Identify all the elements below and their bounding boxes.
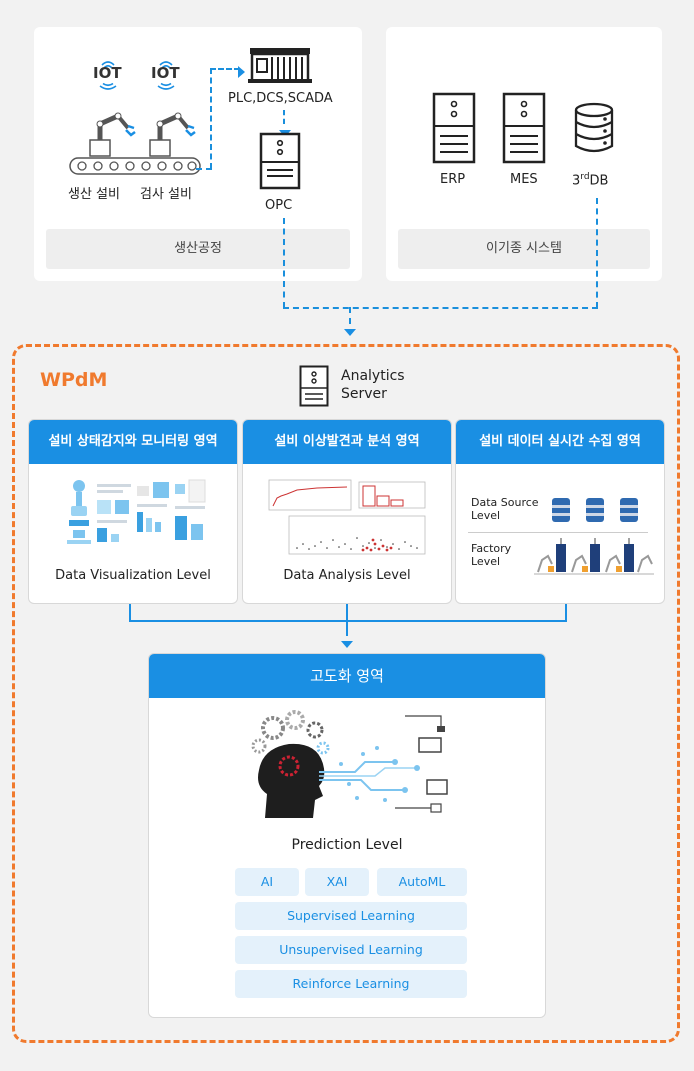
factory-line2: Level [471, 555, 501, 568]
connector-line [129, 620, 567, 622]
chip-reinforce-learning: Reinforce Learning [235, 970, 467, 998]
iot-icon [146, 56, 186, 96]
erp-label: ERP [440, 172, 466, 187]
mes-server-icon [502, 92, 546, 164]
production-process-footer: 생산공정 [46, 229, 350, 269]
plc-factory-icon [248, 45, 312, 83]
iot-label: IOT [93, 64, 122, 82]
analysis-panel: 설비 이상발견과 분석 영역 [242, 419, 452, 604]
visualization-panel-level: Data Visualization Level [55, 568, 211, 583]
factory-line1: Factory [471, 542, 512, 555]
connector-line [596, 198, 598, 308]
arrow-down-icon [344, 322, 356, 336]
connector-line [210, 68, 212, 169]
arrow-down-icon [341, 634, 353, 648]
connector-line [129, 604, 131, 622]
visualization-panel-header: 설비 상태감지와 모니터링 영역 [29, 420, 237, 464]
advanced-panel: 고도화 영역 [148, 653, 546, 1018]
visualization-panel: 설비 상태감지와 모니터링 영역 [28, 419, 238, 604]
connector-line [346, 604, 348, 636]
collection-panel-header: 설비 데이터 실시간 수집 영역 [456, 420, 664, 464]
chip-unsupervised-learning: Unsupervised Learning [235, 936, 467, 964]
analysis-chart-thumbnail [267, 478, 429, 558]
analytics-line2: Server [341, 386, 387, 402]
level-divider [468, 532, 648, 533]
heterogeneous-system-footer: 이기종 시스템 [398, 229, 650, 269]
connector-line [283, 307, 598, 309]
connector-line [565, 604, 567, 622]
database-icon [572, 102, 616, 154]
factory-robots-icon [534, 538, 654, 578]
chip-xai: XAI [305, 868, 369, 896]
analytics-server-icon [299, 365, 329, 407]
connector-line [196, 168, 212, 170]
chip-ai: AI [235, 868, 299, 896]
erp-server-icon [432, 92, 476, 164]
database-label-prefix: 3 [572, 173, 581, 189]
connector-line [349, 307, 351, 324]
prediction-level-label: Prediction Level [291, 837, 403, 853]
factory-level-label: Factory Level [471, 542, 511, 568]
opc-label: OPC [265, 198, 293, 213]
dashboard-thumbnail [63, 476, 211, 548]
database-label: 3rdDB [572, 172, 608, 188]
inspection-equipment-label: 검사 설비 [140, 187, 192, 202]
production-equipment-label: 생산 설비 [68, 187, 120, 202]
analysis-panel-level: Data Analysis Level [283, 568, 411, 583]
data-source-db-icons [550, 496, 650, 526]
database-label-sup: rd [580, 172, 590, 182]
chip-automl: AutoML [377, 868, 467, 896]
data-source-line1: Data Source [471, 496, 539, 509]
ai-brain-illustration [245, 708, 451, 818]
collection-panel: 설비 데이터 실시간 수집 영역 Data Source Level Fa [455, 419, 665, 604]
wpdm-boundary [12, 344, 680, 1043]
connector-line [283, 110, 285, 124]
analysis-panel-header: 설비 이상발견과 분석 영역 [243, 420, 451, 464]
plc-label: PLC,DCS,SCADA [228, 91, 333, 106]
data-source-line2: Level [471, 509, 501, 522]
connector-line [210, 68, 240, 70]
mes-label: MES [510, 172, 538, 187]
database-label-suffix: DB [589, 173, 609, 189]
iot-icon [88, 56, 128, 96]
wpdm-title: WPdM [40, 369, 108, 391]
arrow-down-icon [279, 123, 291, 137]
data-source-level-label: Data Source Level [471, 496, 539, 522]
analytics-line1: Analytics [341, 368, 405, 384]
opc-server-icon [259, 132, 301, 190]
connector-line [283, 218, 285, 308]
robot-conveyor-icon [68, 106, 208, 178]
chip-supervised-learning: Supervised Learning [235, 902, 467, 930]
advanced-panel-header: 고도화 영역 [149, 654, 545, 698]
arrow-right-icon [238, 63, 246, 78]
analytics-server-label: Analytics Server [341, 367, 405, 403]
iot-label: IOT [151, 64, 180, 82]
